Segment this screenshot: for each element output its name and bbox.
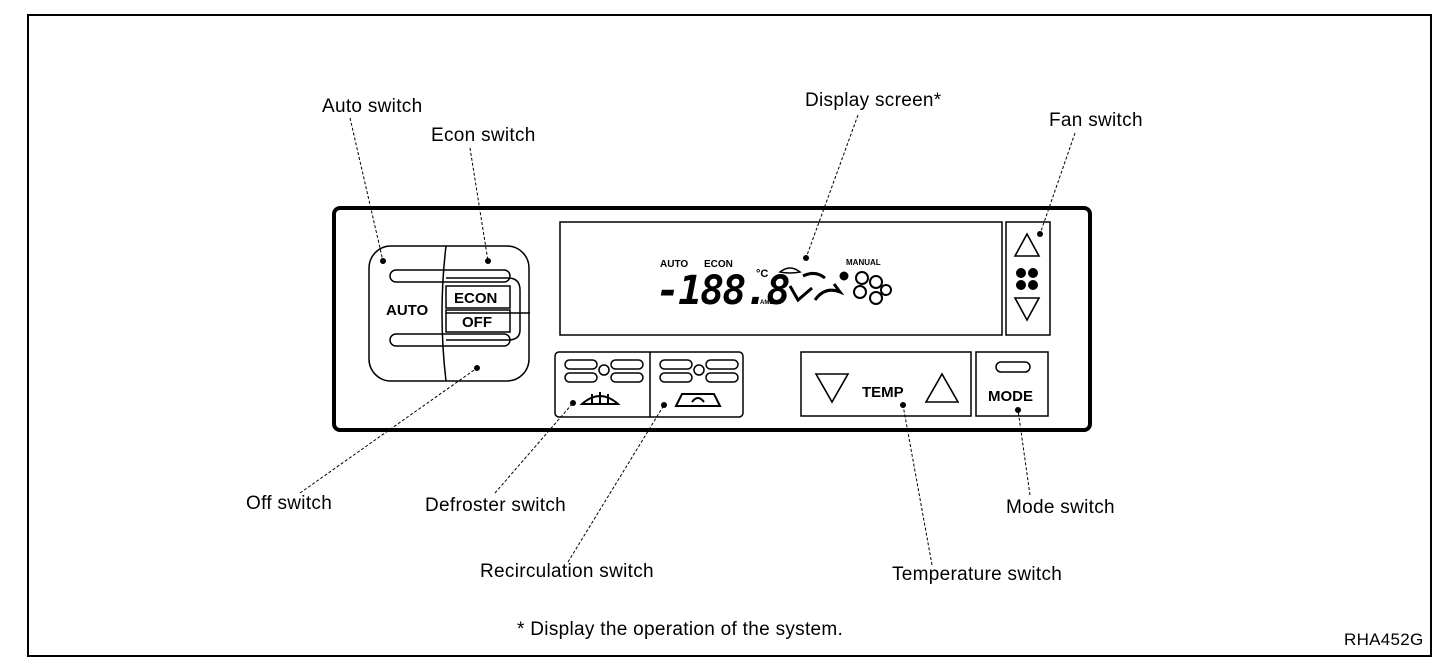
fan-down-arrow-icon (1013, 297, 1041, 322)
off-button (445, 309, 511, 333)
leader-lines (299, 114, 1076, 566)
econ-switch-callout: Econ switch (431, 125, 536, 146)
fan-switch (1005, 221, 1051, 336)
mode-button-label: MODE (988, 388, 1033, 405)
figure-frame (27, 14, 1432, 657)
temperature-switch-callout: Temperature switch (892, 564, 1063, 585)
temp-down-arrow-icon (814, 373, 850, 404)
fan-up-arrow-icon (1013, 232, 1041, 257)
temp-up-arrow-icon (924, 372, 960, 403)
lcd-icons (778, 267, 892, 305)
display-degree-unit: °C (756, 268, 769, 280)
defroster-icon (579, 392, 621, 405)
defroster-switch-callout: Defroster switch (425, 495, 567, 516)
fan-switch-callout: Fan switch (1049, 110, 1143, 131)
auto-button-label: AUTO (386, 302, 429, 319)
recirculation-icon (674, 393, 722, 407)
control-panel (332, 206, 1092, 432)
auto-switch-callout: Auto switch (322, 96, 423, 117)
display-small-unit: AMB (760, 300, 774, 306)
fan-icon (1016, 268, 1038, 290)
display-screen (559, 221, 1003, 336)
econ-button-label: ECON (454, 290, 498, 307)
display-screen-callout: Display screen* (805, 90, 942, 111)
recirculation-switch-callout: Recirculation switch (480, 561, 654, 582)
off-button-label: OFF (462, 314, 492, 331)
figure-id: RHA452G (1344, 630, 1424, 649)
display-auto-indicator: AUTO (660, 259, 689, 270)
defroster-recirc-cluster (554, 351, 744, 418)
auto-econ-off-cluster (368, 245, 530, 382)
footnote: * Display the operation of the system. (517, 619, 844, 640)
temperature-switch (800, 351, 972, 417)
display-manual-indicator: MANUAL (846, 258, 881, 267)
temp-button-label: TEMP (862, 384, 904, 401)
off-switch-callout: Off switch (246, 493, 333, 514)
display-temperature-digits: -188.8 (656, 268, 790, 314)
mode-switch-callout: Mode switch (1006, 497, 1115, 518)
econ-button (445, 285, 511, 309)
display-econ-indicator: ECON (704, 259, 733, 270)
mode-switch (975, 351, 1049, 417)
